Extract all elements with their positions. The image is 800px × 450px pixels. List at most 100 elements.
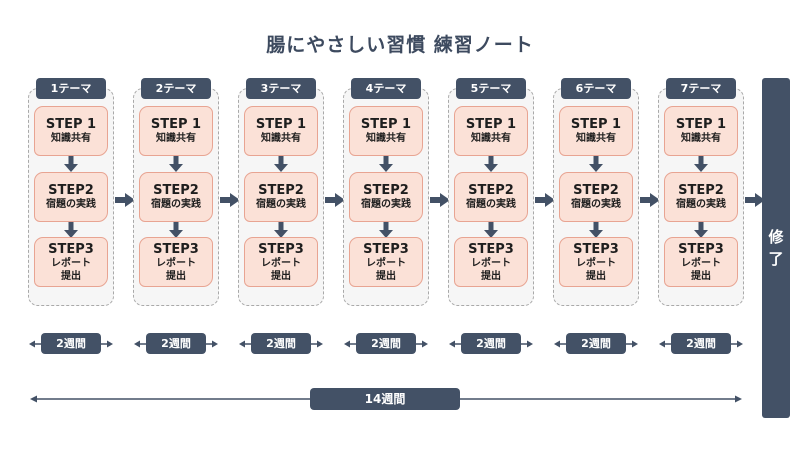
step-title: STEP3: [258, 241, 304, 257]
finish-char: 修: [768, 228, 784, 246]
down-arrow-icon: [169, 222, 183, 238]
down-arrow-icon: [589, 156, 603, 172]
weeks-label: 2週間: [146, 333, 206, 354]
step-description: 宿題の実践: [151, 199, 201, 210]
step-title: STEP 1: [465, 117, 517, 132]
step-description: 宿題の実践: [466, 199, 516, 210]
step-title: STEP2: [153, 183, 199, 198]
down-arrow-icon: [64, 156, 78, 172]
step-title: STEP2: [573, 183, 619, 198]
step-title: STEP3: [678, 241, 724, 257]
step-title: STEP2: [258, 183, 304, 198]
weeks-label: 2週間: [461, 333, 521, 354]
step-description: 提出: [166, 270, 186, 282]
step-title: STEP3: [153, 241, 199, 257]
down-arrow-icon: [169, 156, 183, 172]
theme-label: 4テーマ: [351, 78, 421, 99]
down-arrow-icon: [379, 156, 393, 172]
total-weeks-label: 14週間: [310, 388, 460, 410]
step-description: レポート: [366, 257, 406, 269]
weeks-label: 2週間: [41, 333, 101, 354]
step-description: 宿題の実践: [571, 199, 621, 210]
weeks-label: 2週間: [356, 333, 416, 354]
step-description: 知識共有: [576, 133, 616, 144]
right-arrow-icon: [535, 193, 555, 207]
step-title: STEP2: [48, 183, 94, 198]
step-description: 宿題の実践: [361, 199, 411, 210]
step-title: STEP2: [678, 183, 724, 198]
step-description: 知識共有: [261, 133, 301, 144]
right-arrow-icon: [220, 193, 240, 207]
step-description: 知識共有: [156, 133, 196, 144]
step-description: レポート: [261, 257, 301, 269]
right-arrow-icon: [430, 193, 450, 207]
down-arrow-icon: [694, 156, 708, 172]
step-description: 知識共有: [51, 133, 91, 144]
weeks-label: 2週間: [671, 333, 731, 354]
theme-label: 6テーマ: [561, 78, 631, 99]
theme-label: 7テーマ: [666, 78, 736, 99]
step-description: 提出: [376, 270, 396, 282]
step-title: STEP2: [363, 183, 409, 198]
down-arrow-icon: [274, 156, 288, 172]
down-arrow-icon: [64, 222, 78, 238]
step-description: 提出: [61, 270, 81, 282]
step-title: STEP 1: [255, 117, 307, 132]
finish-char: 了: [768, 250, 784, 268]
step-description: レポート: [471, 257, 511, 269]
step-description: 提出: [271, 270, 291, 282]
step-description: レポート: [51, 257, 91, 269]
step-title: STEP 1: [45, 117, 97, 132]
theme-label: 3テーマ: [246, 78, 316, 99]
step-description: 知識共有: [471, 133, 511, 144]
theme-label: 2テーマ: [141, 78, 211, 99]
finish-label: 修了: [768, 226, 783, 270]
step-title: STEP3: [363, 241, 409, 257]
step-description: 宿題の実践: [256, 199, 306, 210]
right-arrow-icon: [325, 193, 345, 207]
down-arrow-icon: [484, 156, 498, 172]
step-description: 知識共有: [366, 133, 406, 144]
step-title: STEP3: [573, 241, 619, 257]
step-description: 提出: [481, 270, 501, 282]
down-arrow-icon: [274, 222, 288, 238]
right-arrow-icon: [115, 193, 135, 207]
finish-bar: 修了: [762, 78, 790, 418]
step-title: STEP 1: [360, 117, 412, 132]
step-description: 知識共有: [681, 133, 721, 144]
step-description: 提出: [586, 270, 606, 282]
step-title: STEP2: [468, 183, 514, 198]
weeks-label: 2週間: [566, 333, 626, 354]
step-description: レポート: [576, 257, 616, 269]
weeks-label: 2週間: [251, 333, 311, 354]
step-description: 提出: [691, 270, 711, 282]
step-title: STEP3: [468, 241, 514, 257]
theme-label: 1テーマ: [36, 78, 106, 99]
step-description: レポート: [156, 257, 196, 269]
down-arrow-icon: [589, 222, 603, 238]
down-arrow-icon: [694, 222, 708, 238]
step-title: STEP 1: [675, 117, 727, 132]
step-title: STEP3: [48, 241, 94, 257]
down-arrow-icon: [379, 222, 393, 238]
down-arrow-icon: [484, 222, 498, 238]
